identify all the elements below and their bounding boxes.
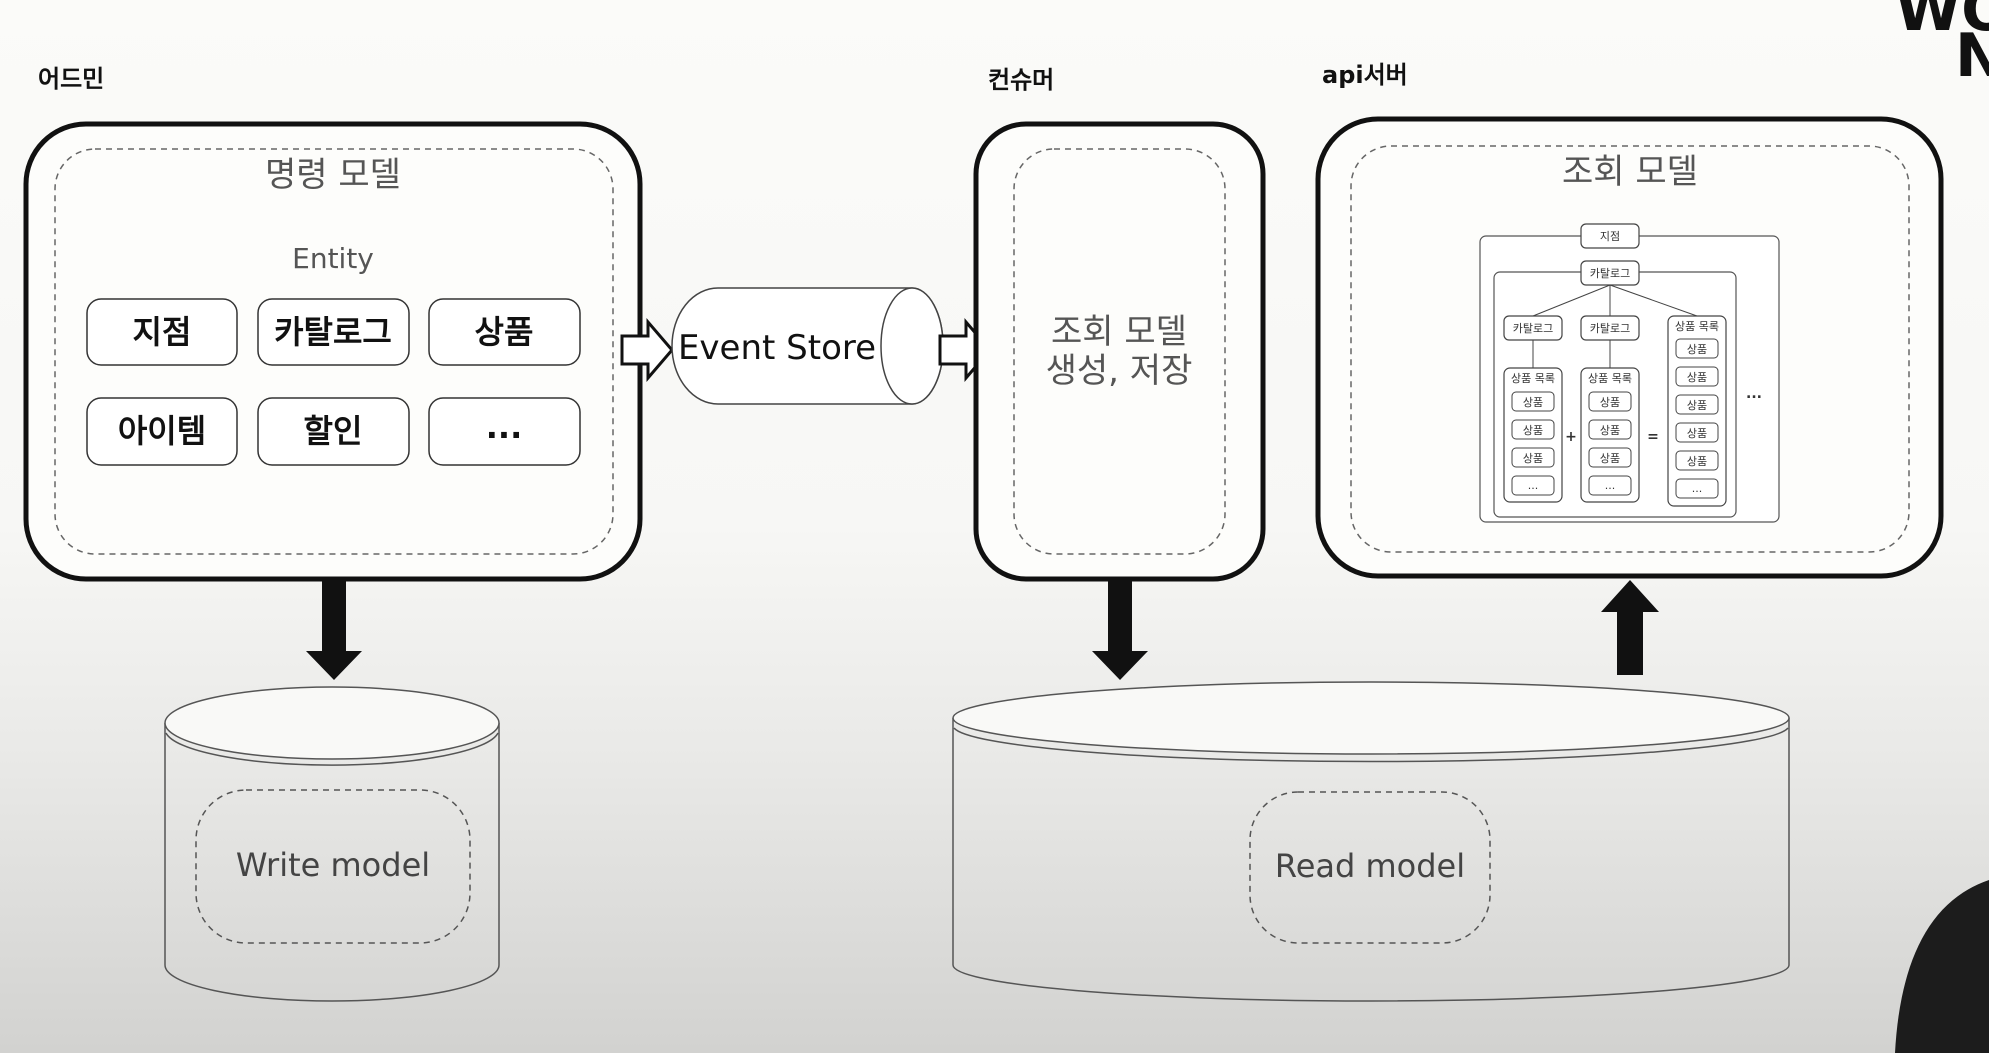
consumer-box: 조회 모델 생성, 저장 xyxy=(973,121,1266,582)
svg-text:...: ... xyxy=(1692,482,1703,495)
svg-text:카탈로그: 카탈로그 xyxy=(1513,322,1553,335)
svg-text:상품 목록: 상품 목록 xyxy=(1511,372,1555,385)
consumer-line2: 생성, 저장 xyxy=(1046,351,1193,391)
entity-discount: 할인 xyxy=(257,397,410,466)
read-model-label: Read model xyxy=(1275,847,1465,885)
section-label-admin: 어드민 xyxy=(38,65,104,93)
write-model-db: Write model xyxy=(164,686,500,1002)
tree-plus: + xyxy=(1565,429,1577,445)
command-model-title: 명령 모델 xyxy=(265,155,401,195)
svg-text:지점: 지점 xyxy=(133,313,192,351)
arrow-down-read-icon xyxy=(1092,581,1148,680)
query-model-box: 조회 모델 지점 카탈로그 카탈로그 상품 목록 상품 상품 상품 xyxy=(1315,116,1944,579)
query-model-title: 조회 모델 xyxy=(1562,152,1698,192)
tree-root: 지점 xyxy=(1600,230,1620,243)
svg-text:상품: 상품 xyxy=(1523,452,1543,465)
entity-header: Entity xyxy=(292,242,374,275)
write-model-label: Write model xyxy=(236,846,430,884)
entity-catalog: 카탈로그 xyxy=(257,298,410,366)
arrow-down-write-icon xyxy=(306,581,362,680)
entity-jijeom: 지점 xyxy=(86,298,238,366)
entity-item: 아이템 xyxy=(86,397,238,466)
section-label-api-server: api서버 xyxy=(1322,61,1408,89)
tree-outer-ellipsis: ... xyxy=(1746,386,1762,402)
section-label-consumer: 컨슈머 xyxy=(988,66,1054,94)
svg-text:상품: 상품 xyxy=(1600,396,1620,409)
svg-text:...: ... xyxy=(486,408,522,446)
svg-text:상품: 상품 xyxy=(1687,427,1707,440)
entity-more: ... xyxy=(428,397,581,466)
query-model-tree: 지점 카탈로그 카탈로그 상품 목록 상품 상품 상품 ... + 카탈 xyxy=(1479,223,1780,523)
read-model-db: Read model xyxy=(952,681,1790,1002)
tree-equals: = xyxy=(1647,429,1659,445)
svg-text:상품: 상품 xyxy=(1600,452,1620,465)
svg-text:카탈로그: 카탈로그 xyxy=(274,313,392,351)
command-model-box: 명령 모델 Entity 지점 카탈로그 상품 아이템 할인 ... xyxy=(23,121,643,582)
presenter-silhouette xyxy=(1895,880,1989,1053)
arrow-to-event-store-icon xyxy=(620,317,674,383)
svg-text:...: ... xyxy=(1605,479,1616,492)
arrow-up-api-icon xyxy=(1601,580,1659,675)
svg-text:상품: 상품 xyxy=(1687,371,1707,384)
svg-text:상품: 상품 xyxy=(1523,424,1543,437)
svg-text:상품: 상품 xyxy=(1687,455,1707,468)
logo-line2: N xyxy=(1955,21,1989,91)
logo-line1: WO xyxy=(1895,0,1989,45)
svg-text:상품: 상품 xyxy=(1523,396,1543,409)
svg-text:상품: 상품 xyxy=(475,313,534,351)
svg-text:할인: 할인 xyxy=(304,412,363,450)
tree-child: 카탈로그 xyxy=(1590,267,1630,280)
svg-text:상품: 상품 xyxy=(1600,424,1620,437)
svg-text:상품 목록: 상품 목록 xyxy=(1588,372,1632,385)
event-store-cylinder: Event Store xyxy=(671,287,944,405)
svg-text:상품 목록: 상품 목록 xyxy=(1675,320,1719,333)
event-store-label: Event Store xyxy=(678,328,876,368)
svg-text:...: ... xyxy=(1528,479,1539,492)
svg-text:상품: 상품 xyxy=(1687,343,1707,356)
consumer-line1: 조회 모델 xyxy=(1051,312,1187,352)
svg-text:상품: 상품 xyxy=(1687,399,1707,412)
entity-product: 상품 xyxy=(428,298,581,366)
svg-text:아이템: 아이템 xyxy=(118,412,206,450)
svg-text:카탈로그: 카탈로그 xyxy=(1590,322,1630,335)
